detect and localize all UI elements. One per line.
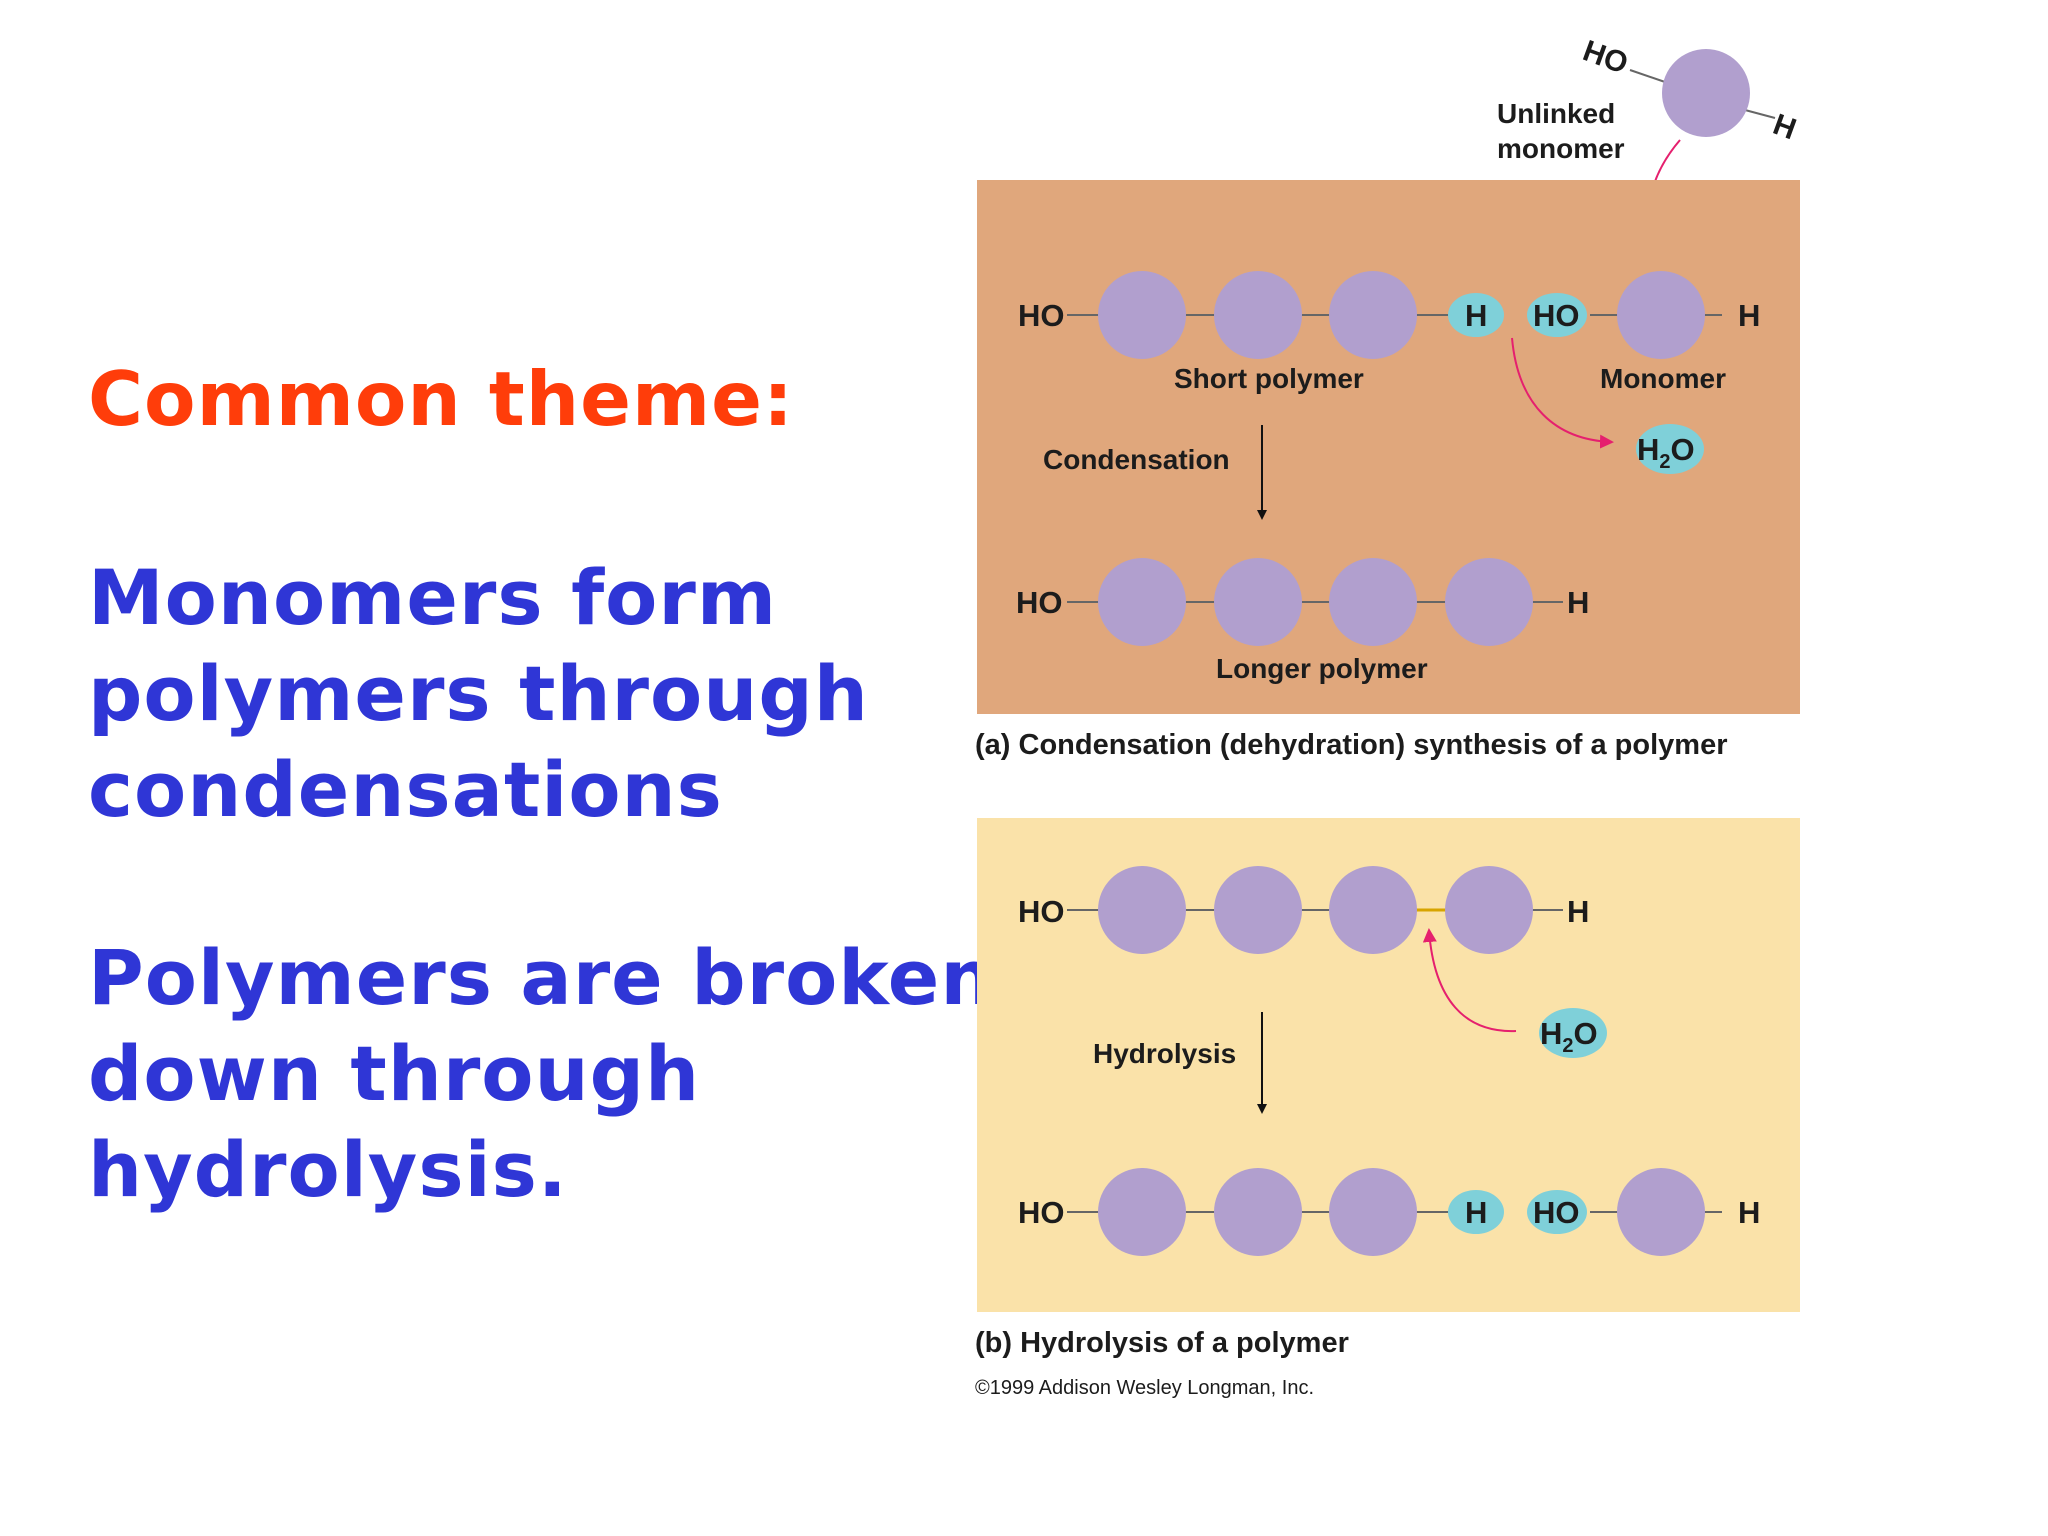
statement-line: Polymers are broken <box>88 933 996 1022</box>
monomer-circle <box>1098 866 1186 954</box>
water-label: H2O <box>1540 1016 1598 1057</box>
caption-b: (b) Hydrolysis of a polymer <box>975 1327 1349 1359</box>
water-release-arrow <box>1511 337 1614 449</box>
h-label: H <box>1769 108 1801 146</box>
water-label: H2O <box>1637 432 1695 473</box>
monomer-circle <box>1329 271 1417 359</box>
hydrolysis-label: Hydrolysis <box>1093 1038 1236 1069</box>
polymer-row: HO H <box>1018 866 1589 954</box>
monomer-circle <box>1214 1168 1302 1256</box>
statement-line: hydrolysis. <box>88 1125 568 1214</box>
statement-line: polymers through <box>88 649 869 738</box>
short-polymer-row: HO H HO H Short polymer Monomer <box>1018 271 1760 394</box>
water-molecule <box>1636 424 1704 474</box>
h-label: H <box>1465 298 1487 333</box>
monomer-label: Monomer <box>1600 363 1726 394</box>
common-theme-heading: Common theme: <box>88 355 795 443</box>
ho-cap <box>1527 1190 1587 1234</box>
ho-label: HO <box>1533 298 1580 333</box>
monomer-circle <box>1098 271 1186 359</box>
statement-line: condensations <box>88 745 723 834</box>
water-insert-arrow <box>1422 928 1517 1033</box>
copyright-notice: ©1999 Addison Wesley Longman, Inc. <box>975 1377 1314 1399</box>
unlinked-label: monomer <box>1497 133 1625 164</box>
monomer-circle <box>1098 1168 1186 1256</box>
hydrolyzed-row: HO H HO H <box>1018 1168 1760 1256</box>
statement-line: Monomers form <box>88 553 778 642</box>
monomer-circle <box>1617 271 1705 359</box>
ho-label: HO <box>1016 585 1063 620</box>
monomer-circle <box>1329 866 1417 954</box>
condensation-label: Condensation <box>1043 444 1230 475</box>
monomer-circle <box>1214 558 1302 646</box>
hydrolysis-statement: Polymers are broken down through hydroly… <box>88 930 995 1218</box>
ho-label: HO <box>1018 894 1065 929</box>
h-cap <box>1448 293 1504 337</box>
longer-polymer-label: Longer polymer <box>1216 653 1428 684</box>
longer-polymer-row: HO H Longer polymer <box>1016 558 1589 684</box>
monomer-circle <box>1329 1168 1417 1256</box>
h-label: H <box>1567 894 1589 929</box>
h-label: H <box>1738 298 1760 333</box>
monomer-circle <box>1214 271 1302 359</box>
monomer-circle <box>1445 558 1533 646</box>
h-label: H <box>1738 1195 1760 1230</box>
monomer-circle <box>1445 866 1533 954</box>
monomer-circle <box>1214 866 1302 954</box>
statement-line: down through <box>88 1029 701 1118</box>
unlinked-label: Unlinked <box>1497 98 1615 129</box>
ho-label: HO <box>1579 34 1633 80</box>
ho-label: HO <box>1018 1195 1065 1230</box>
short-polymer-label: Short polymer <box>1174 363 1364 394</box>
caption-a: (a) Condensation (dehydration) synthesis… <box>975 729 1728 761</box>
monomer-circle <box>1662 49 1750 137</box>
monomer-circle <box>1617 1168 1705 1256</box>
ho-label: HO <box>1018 298 1065 333</box>
condensation-statement: Monomers form polymers through condensat… <box>88 550 869 838</box>
h-cap <box>1448 1190 1504 1234</box>
ho-cap <box>1527 293 1587 337</box>
h-label: H <box>1465 1195 1487 1230</box>
monomer-circle <box>1098 558 1186 646</box>
water-molecule <box>1539 1008 1607 1058</box>
monomer-circle <box>1329 558 1417 646</box>
h-label: H <box>1567 585 1589 620</box>
ho-label: HO <box>1533 1195 1580 1230</box>
